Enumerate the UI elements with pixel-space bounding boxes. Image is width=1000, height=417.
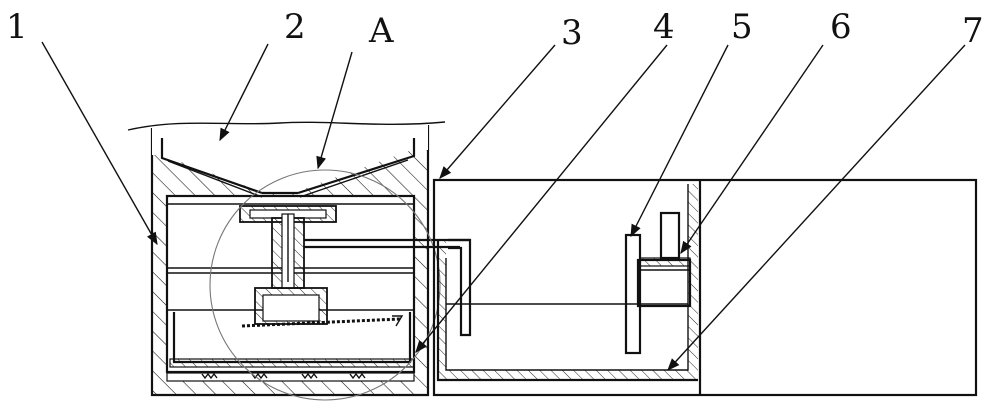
label-3: 3 xyxy=(561,13,583,53)
label-2: 2 xyxy=(284,7,306,47)
leader-lines xyxy=(41,41,966,371)
label-1: 1 xyxy=(6,7,28,47)
label-7: 7 xyxy=(962,11,984,51)
label-6: 6 xyxy=(830,7,852,47)
hopper xyxy=(152,125,428,198)
label-a: A xyxy=(368,11,394,51)
label-5: 5 xyxy=(731,7,753,47)
label-4: 4 xyxy=(653,7,675,47)
right-tank xyxy=(432,178,978,397)
